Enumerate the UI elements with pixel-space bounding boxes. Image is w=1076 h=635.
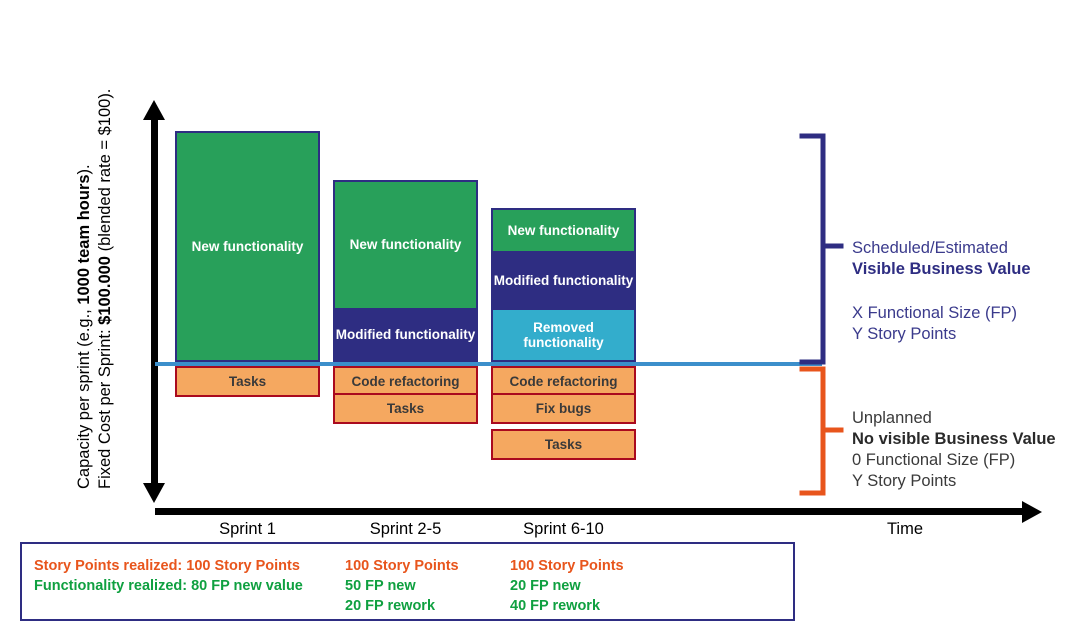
y-axis-line	[151, 118, 158, 490]
x-label-sprint-2-5: Sprint 2-5	[369, 520, 442, 538]
annotation-line-visible-value: Visible Business Value	[852, 260, 1031, 278]
y-caption-l2-pre: Fixed Cost per Sprint:	[96, 324, 114, 489]
annotation-line-functional-size: X Functional Size (FP)	[852, 304, 1018, 322]
bar-label: Code refactoring	[509, 373, 618, 389]
bar-label: Removed functionality	[523, 319, 604, 350]
y-caption-l2-post: (blended rate = $100).	[96, 88, 114, 257]
legend-fp-rework-2-5: 20 FP rework	[345, 598, 436, 614]
legend-story-points-realized: Story Points realized: 100 Story Points	[34, 558, 300, 574]
annotation-scheduled-metrics: X Functional Size (FP) Y Story Points	[852, 303, 1017, 345]
bar-sprint6-10-modified-functionality: Modified functionality	[491, 253, 636, 310]
y-caption-l1-bold: 1000 team hours	[75, 174, 93, 305]
legend-fp-new-2-5: 50 FP new	[345, 578, 416, 594]
bar-label: Tasks	[544, 436, 583, 452]
bar-sprint6-10-removed-functionality: Removed functionality	[491, 310, 636, 362]
y-caption-l1-post: ).	[75, 164, 93, 175]
capacity-baseline-line	[155, 362, 822, 366]
legend-story-points-6-10: 100 Story Points	[510, 558, 624, 574]
bar-sprint2-5-new-functionality: New functionality	[333, 180, 478, 310]
x-label-sprint-1: Sprint 1	[219, 520, 276, 538]
bar-sprint1-new-functionality: New functionality	[175, 131, 320, 362]
bar-label: New functionality	[507, 222, 620, 238]
annotation-line-story-points: Y Story Points	[852, 325, 957, 343]
legend-story-points-2-5: 100 Story Points	[345, 558, 459, 574]
bar-label: Code refactoring	[351, 373, 460, 389]
y-axis-arrow-up-icon	[143, 100, 165, 120]
annotation-line-story-points-unplanned: Y Story Points	[852, 472, 957, 490]
legend-column-sprint1: Story Points realized: 100 Story Points …	[34, 556, 303, 596]
summary-legend-box	[20, 542, 795, 621]
y-axis-arrow-down-icon	[143, 483, 165, 503]
annotation-line-unplanned: Unplanned	[852, 409, 932, 427]
legend-fp-new-6-10: 20 FP new	[510, 578, 581, 594]
bar-sprint2-5-modified-functionality: Modified functionality	[333, 310, 478, 362]
x-axis-line	[155, 508, 1030, 515]
bar-label: New functionality	[349, 237, 462, 253]
brace-scheduled-estimated	[799, 133, 844, 365]
y-axis-caption: Capacity per sprint (e.g., 1000 team hou…	[74, 69, 116, 489]
x-label-sprint-6-10: Sprint 6-10	[523, 520, 604, 538]
bar-label: Modified functionality	[493, 272, 634, 288]
bar-label: Modified functionality	[335, 327, 476, 343]
legend-column-sprint6-10: 100 Story Points 20 FP new 40 FP rework	[510, 556, 624, 616]
bar-sprint6-10-tasks: Tasks	[491, 429, 636, 460]
annotation-line-zero-functional-size: 0 Functional Size (FP)	[852, 451, 1016, 469]
bar-sprint2-5-code-refactoring: Code refactoring	[333, 366, 478, 397]
annotation-unplanned: Unplanned No visible Business Value 0 Fu…	[852, 408, 1056, 492]
y-caption-l2-bold: $100.000	[96, 256, 114, 325]
bar-sprint6-10-fix-bugs: Fix bugs	[491, 393, 636, 424]
bar-sprint1-tasks: Tasks	[175, 366, 320, 397]
y-caption-l1-pre: Capacity per sprint (e.g.,	[75, 304, 93, 489]
bar-sprint6-10-new-functionality: New functionality	[491, 208, 636, 253]
y-axis-caption-line1: Capacity per sprint (e.g., 1000 team hou…	[74, 69, 95, 489]
annotation-line-scheduled: Scheduled/Estimated	[852, 239, 1008, 257]
bar-label: Tasks	[386, 400, 425, 416]
legend-column-sprint2-5: 100 Story Points 50 FP new 20 FP rework	[345, 556, 459, 616]
brace-unplanned	[799, 366, 844, 496]
x-axis-title: Time	[886, 520, 924, 538]
bar-sprint2-5-tasks: Tasks	[333, 393, 478, 424]
annotation-scheduled-estimated: Scheduled/Estimated Visible Business Val…	[852, 238, 1031, 280]
annotation-line-no-visible-value: No visible Business Value	[852, 430, 1056, 448]
x-axis-arrow-right-icon	[1022, 501, 1042, 523]
bar-label: Tasks	[228, 373, 267, 389]
legend-functionality-realized: Functionality realized: 80 FP new value	[34, 578, 303, 594]
bar-label: Fix bugs	[535, 400, 592, 416]
y-axis-caption-line2: Fixed Cost per Sprint: $100.000 (blended…	[95, 69, 116, 489]
legend-fp-rework-6-10: 40 FP rework	[510, 598, 601, 614]
bar-label: New functionality	[191, 238, 304, 254]
